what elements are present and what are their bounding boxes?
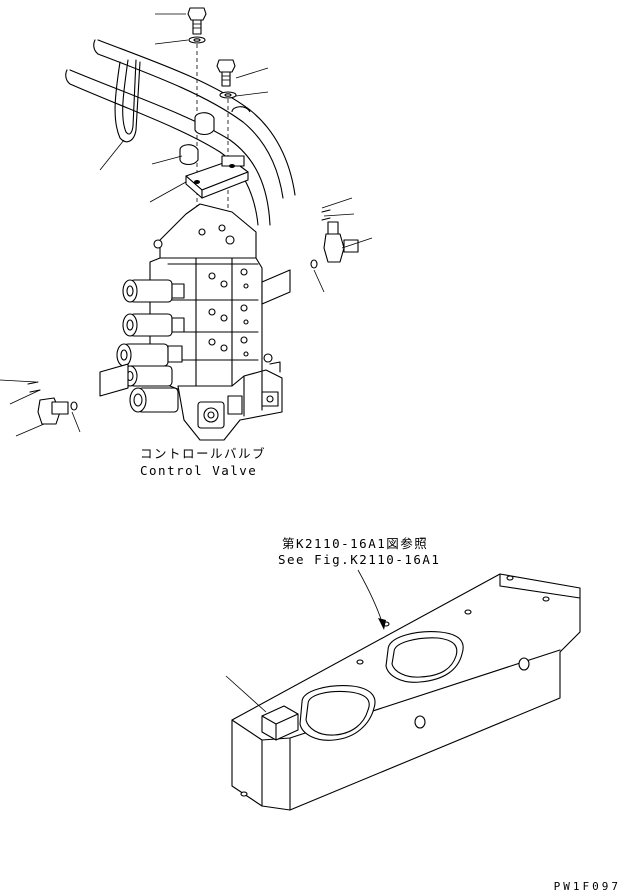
- reference-label-en: See Fig.K2110-16A1: [278, 552, 441, 567]
- pipe-clamp: [179, 106, 251, 199]
- bolt-right: [216, 59, 237, 99]
- control-valve-label-jp: コントロールバルブ: [140, 446, 267, 461]
- reference-arrow: [357, 569, 386, 630]
- gasket-plate-right: [99, 269, 291, 397]
- spool-3: [116, 343, 183, 367]
- u-bolt-clamp: [114, 59, 141, 143]
- hose-lines: [65, 39, 296, 226]
- control-valve: [116, 203, 283, 441]
- reference-label-jp: 第K2110-16A1図参照: [282, 536, 429, 551]
- spool-1: [122, 279, 185, 303]
- spool-2: [122, 313, 185, 337]
- bolt-top: [187, 7, 207, 44]
- spool-4: [122, 365, 173, 387]
- elbow-fitting-left: [27, 381, 78, 425]
- revolving-frame: [231, 573, 581, 811]
- drawing-code: PW1F097: [553, 880, 621, 893]
- elbow-fitting-right: [310, 209, 359, 269]
- control-valve-label-en: Control Valve: [140, 463, 258, 478]
- leader-lines-top: [0, 13, 373, 437]
- spool-5: [129, 387, 179, 413]
